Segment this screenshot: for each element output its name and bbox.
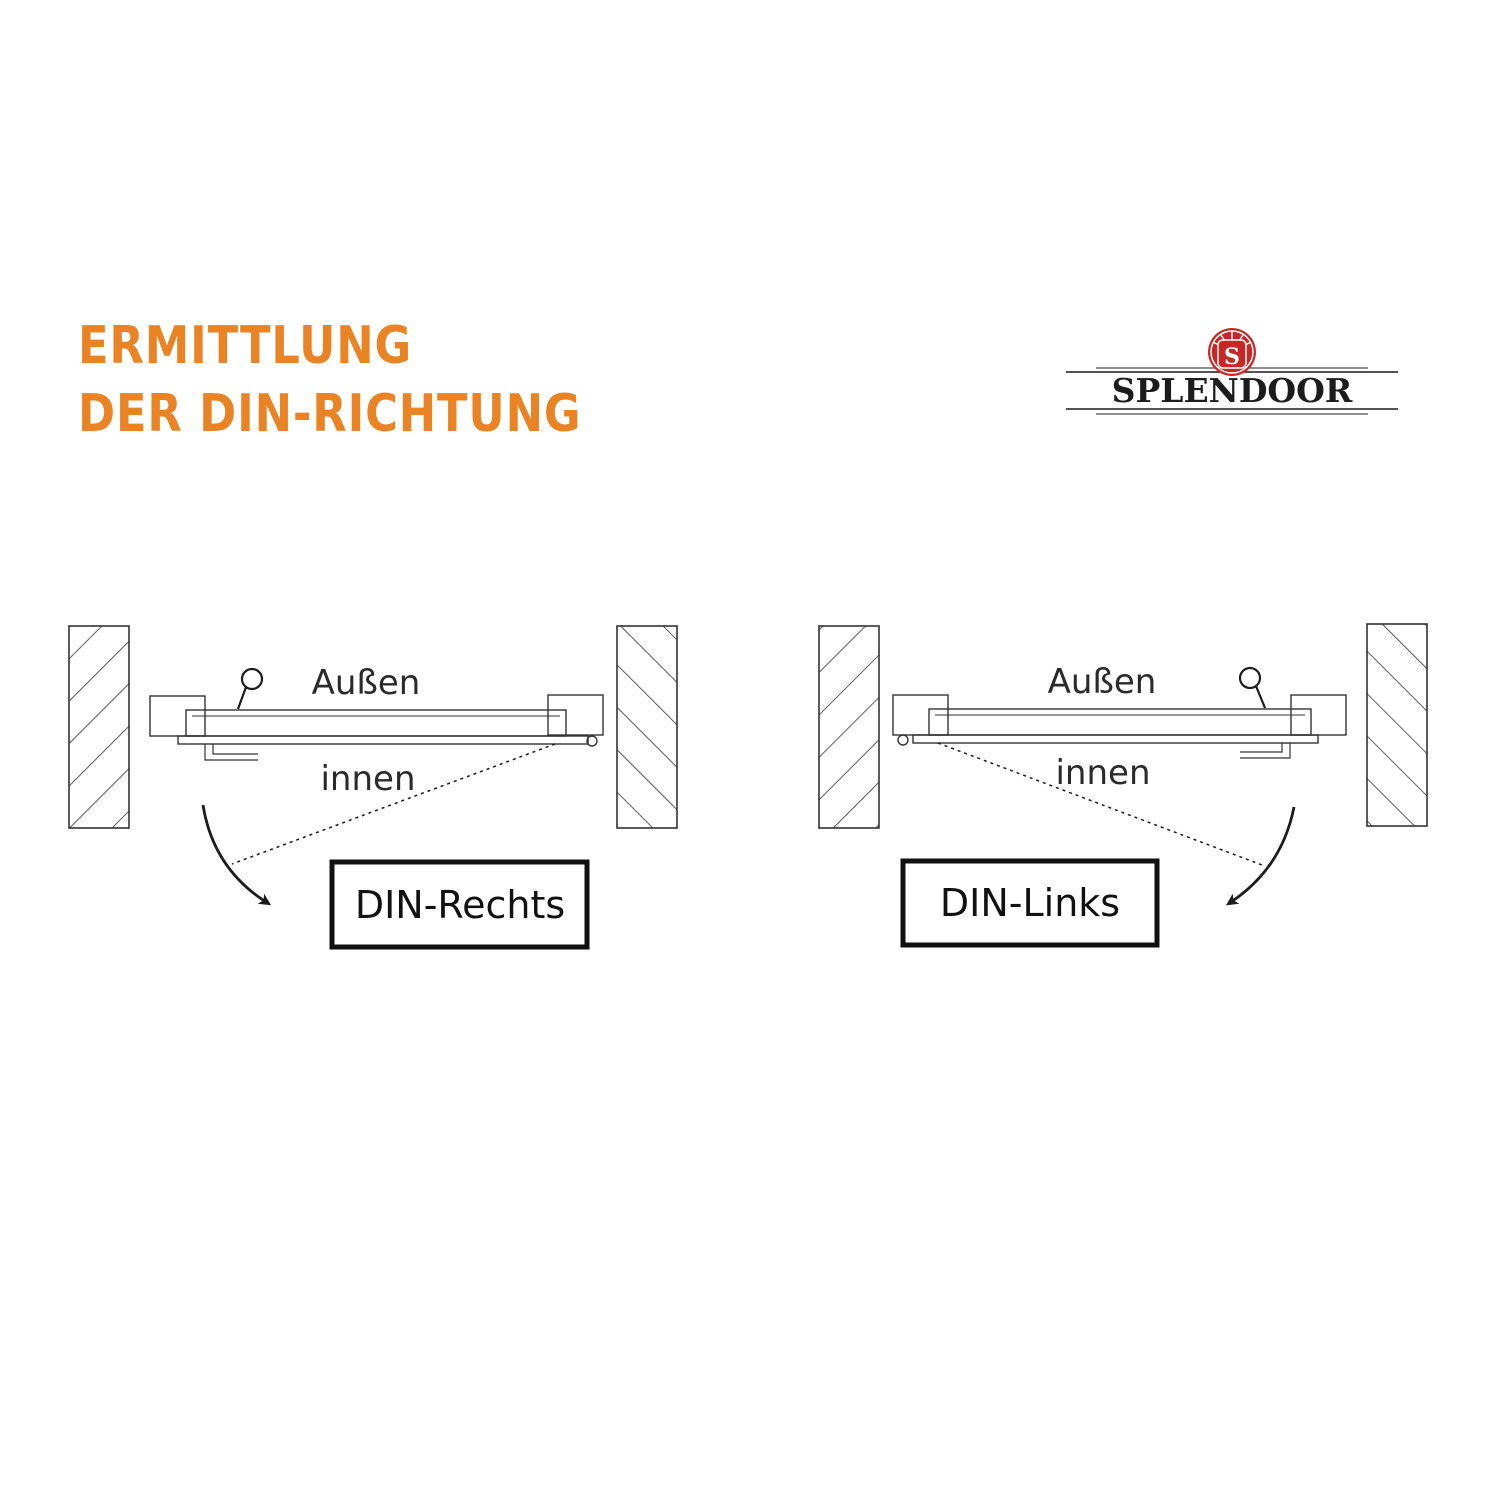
wall-right-icon	[616, 625, 678, 829]
door-frame-icon	[892, 694, 1347, 759]
door-handle-icon	[1238, 666, 1267, 709]
din-rechts-box	[329, 859, 590, 950]
wall-right-icon	[1366, 623, 1428, 827]
wall-left-icon	[818, 625, 880, 829]
logo-emblem-letter: S	[1224, 344, 1240, 370]
title-line-1: ERMITTLUNG	[78, 316, 413, 376]
wall-left-icon	[68, 625, 130, 829]
swing-direction-arrow-icon	[201, 804, 272, 906]
door-frame-icon	[149, 694, 604, 761]
logo-wordmark: SPLENDOOR	[1112, 371, 1353, 410]
din-rechts-label: DIN-Rechts	[355, 883, 565, 927]
swing-path-line	[937, 742, 1263, 866]
swing-path-line	[231, 743, 556, 865]
label-aussen: Außen	[1048, 662, 1157, 702]
logo-emblem-icon: S	[1208, 328, 1256, 376]
din-links-label: DIN-Links	[940, 881, 1120, 925]
door-handle-icon	[236, 667, 264, 710]
logo-word-part-2: DOOR	[1239, 371, 1353, 410]
swing-direction-arrow-icon	[1226, 806, 1296, 906]
din-links-box	[900, 858, 1160, 948]
logo-word-part-1: SPLEN	[1112, 371, 1239, 410]
page-title: ERMITTLUNG DER DIN-RICHTUNG	[78, 312, 581, 448]
din-links-diagram: Außen innen DIN-Links	[818, 623, 1428, 948]
title-line-2: DER DIN-RICHTUNG	[78, 384, 582, 444]
label-innen: innen	[320, 759, 415, 799]
label-innen: innen	[1055, 753, 1150, 793]
splendoor-logo: S SPLENDOOR	[1062, 326, 1402, 426]
din-direction-diagram: Außen innen DIN-Rechts	[0, 600, 1500, 980]
label-aussen: Außen	[312, 663, 421, 703]
din-rechts-diagram: Außen innen DIN-Rechts	[68, 625, 678, 950]
